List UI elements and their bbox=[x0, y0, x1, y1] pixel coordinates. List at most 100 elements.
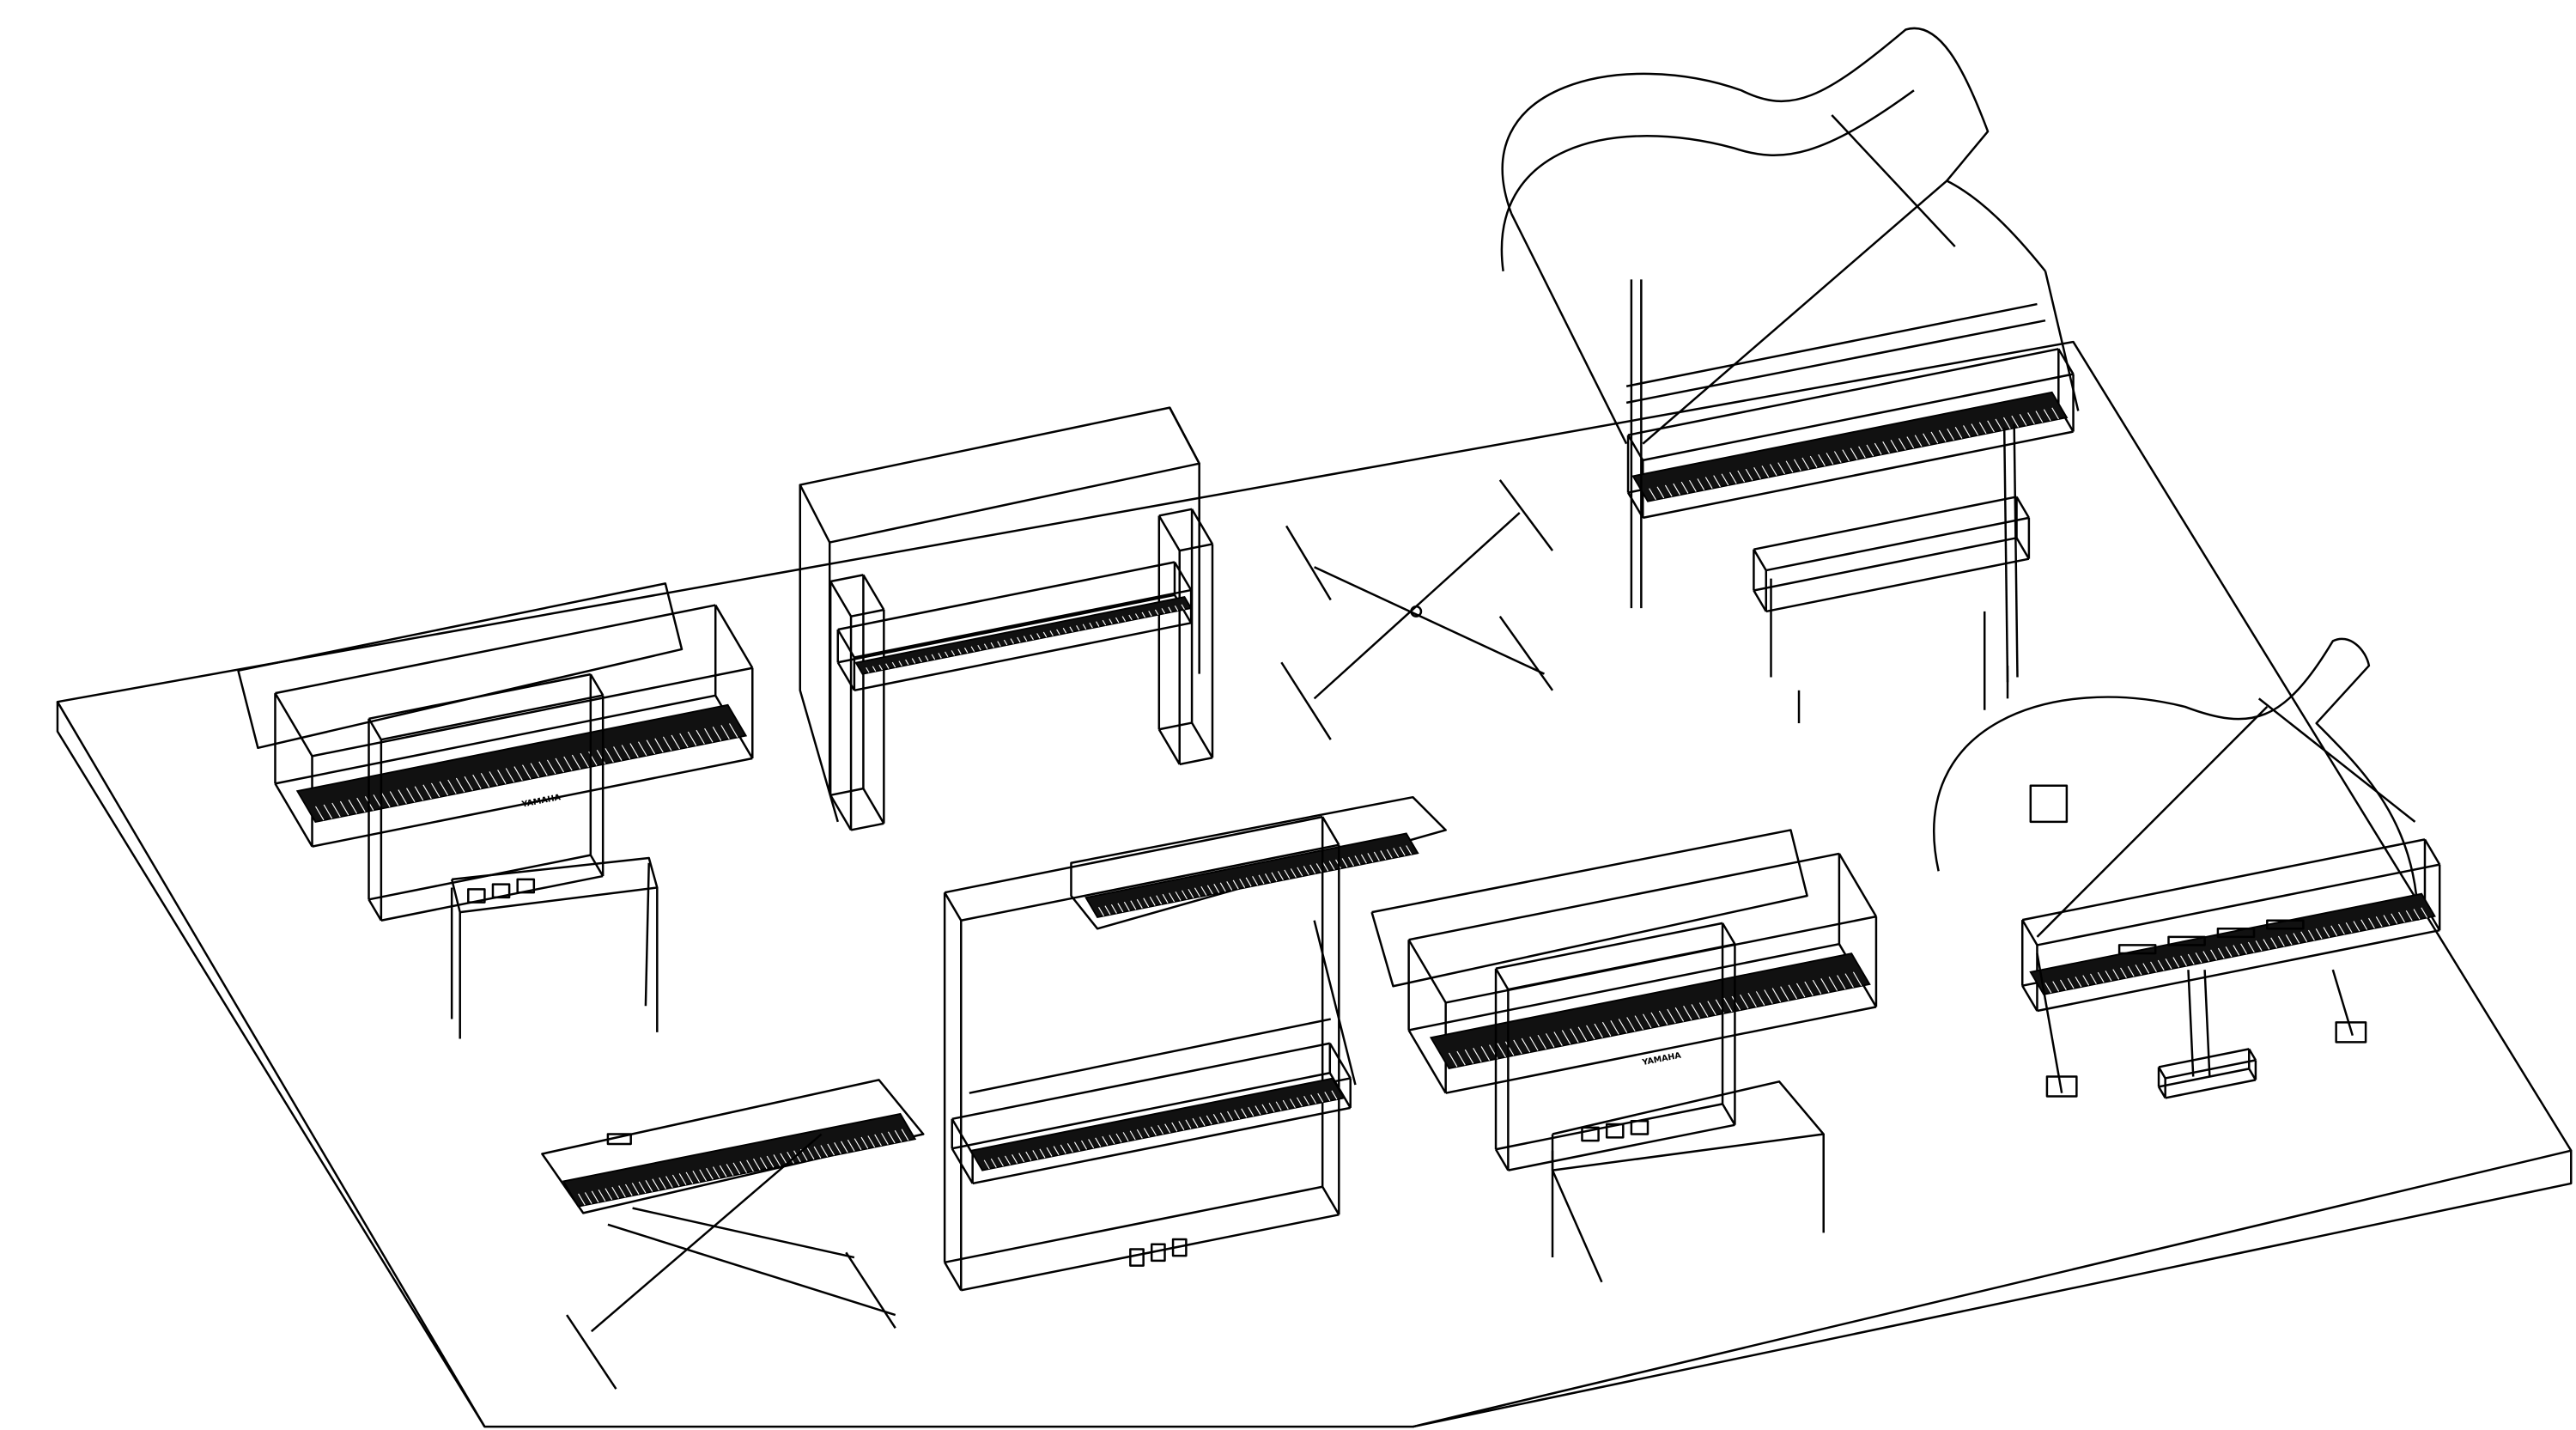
key bbox=[2285, 934, 2293, 946]
key bbox=[1689, 479, 1697, 492]
key bbox=[1480, 1046, 1491, 1061]
box-edge bbox=[312, 757, 753, 848]
piano-bench-1 bbox=[450, 856, 659, 1039]
box-edge bbox=[837, 593, 1176, 664]
stand-foot bbox=[1285, 525, 1332, 601]
key bbox=[1309, 864, 1316, 874]
key bbox=[957, 648, 962, 654]
key bbox=[1586, 1025, 1595, 1040]
right-leg bbox=[1157, 508, 1214, 766]
key bbox=[2217, 947, 2225, 959]
music-stand bbox=[2029, 784, 2069, 824]
key bbox=[489, 771, 498, 786]
key bbox=[464, 776, 474, 791]
box-edge bbox=[1508, 943, 1735, 991]
key bbox=[990, 642, 995, 648]
key bbox=[739, 1161, 748, 1173]
key bbox=[381, 793, 391, 807]
key bbox=[1030, 634, 1034, 641]
key bbox=[1136, 898, 1143, 909]
fallboard bbox=[1625, 302, 2038, 387]
key bbox=[1995, 418, 2003, 431]
key bbox=[618, 1185, 626, 1198]
pedal bbox=[467, 888, 486, 904]
key bbox=[1088, 1139, 1095, 1149]
key bbox=[1464, 1049, 1474, 1064]
grand-lid-curve bbox=[1501, 27, 2046, 272]
key bbox=[1634, 1015, 1644, 1031]
keyboard-x-stand bbox=[1280, 479, 1554, 740]
box-edge bbox=[2248, 1068, 2257, 1080]
control-slot bbox=[2216, 928, 2256, 939]
grand-side bbox=[1510, 213, 1628, 445]
key bbox=[1154, 609, 1159, 616]
key bbox=[671, 1174, 680, 1187]
key bbox=[1794, 459, 1801, 472]
key bbox=[1649, 488, 1656, 501]
key bbox=[951, 650, 956, 656]
box-edge bbox=[2015, 537, 2030, 560]
box-edge bbox=[1179, 757, 1213, 766]
key bbox=[726, 1164, 734, 1176]
key bbox=[505, 768, 515, 782]
key bbox=[1348, 856, 1355, 867]
key bbox=[1271, 872, 1278, 882]
box-edge bbox=[275, 604, 716, 695]
key bbox=[1213, 883, 1220, 893]
key bbox=[2277, 935, 2285, 947]
key bbox=[1594, 1023, 1603, 1038]
key bbox=[2247, 941, 2255, 953]
key bbox=[997, 1157, 1004, 1167]
key bbox=[759, 1157, 768, 1170]
key bbox=[1610, 1019, 1619, 1035]
key bbox=[1310, 1094, 1317, 1104]
keyboard-keys bbox=[1084, 832, 1419, 918]
box-edge bbox=[1157, 728, 1181, 765]
lid-prop bbox=[2257, 697, 2416, 823]
key bbox=[1296, 1097, 1303, 1107]
key bbox=[584, 1192, 592, 1204]
key bbox=[1818, 453, 1826, 466]
key bbox=[398, 789, 407, 804]
key bbox=[611, 1186, 620, 1199]
key bbox=[422, 784, 432, 800]
key bbox=[887, 1131, 896, 1144]
box-edge bbox=[1753, 496, 2017, 551]
grand-rim-curve bbox=[1500, 89, 1915, 271]
key bbox=[2391, 913, 2398, 924]
stand-foot bbox=[845, 1251, 896, 1330]
key bbox=[1788, 984, 1798, 1000]
box-edge bbox=[1765, 516, 2030, 572]
key bbox=[2172, 957, 2180, 968]
stand-bar bbox=[632, 1207, 855, 1259]
piano-stand bbox=[368, 672, 605, 922]
key bbox=[1769, 464, 1777, 476]
key bbox=[1963, 425, 1971, 437]
stand-bar bbox=[607, 1223, 896, 1317]
key bbox=[1161, 608, 1165, 614]
key bbox=[881, 1133, 889, 1145]
key bbox=[1577, 1026, 1588, 1042]
pedal bbox=[1605, 1123, 1625, 1139]
key bbox=[1241, 1108, 1248, 1118]
pedal bbox=[1171, 1238, 1188, 1257]
key bbox=[813, 1146, 822, 1159]
key bbox=[1658, 1010, 1668, 1025]
key bbox=[1081, 1140, 1088, 1150]
box-edge bbox=[2037, 928, 2440, 1013]
box-edge bbox=[1407, 1029, 1447, 1094]
key bbox=[571, 754, 581, 770]
key bbox=[563, 756, 573, 771]
key bbox=[793, 1150, 801, 1163]
key bbox=[2368, 917, 2375, 929]
key bbox=[860, 1136, 869, 1149]
key bbox=[1073, 1141, 1080, 1152]
keyboard-on-x-stand bbox=[541, 1079, 925, 1390]
key bbox=[983, 643, 988, 649]
key bbox=[970, 646, 975, 652]
key bbox=[1780, 986, 1789, 1001]
key bbox=[1194, 887, 1200, 898]
key bbox=[2195, 952, 2202, 964]
grand-piano-1 bbox=[1500, 27, 2080, 683]
key bbox=[1704, 477, 1713, 489]
